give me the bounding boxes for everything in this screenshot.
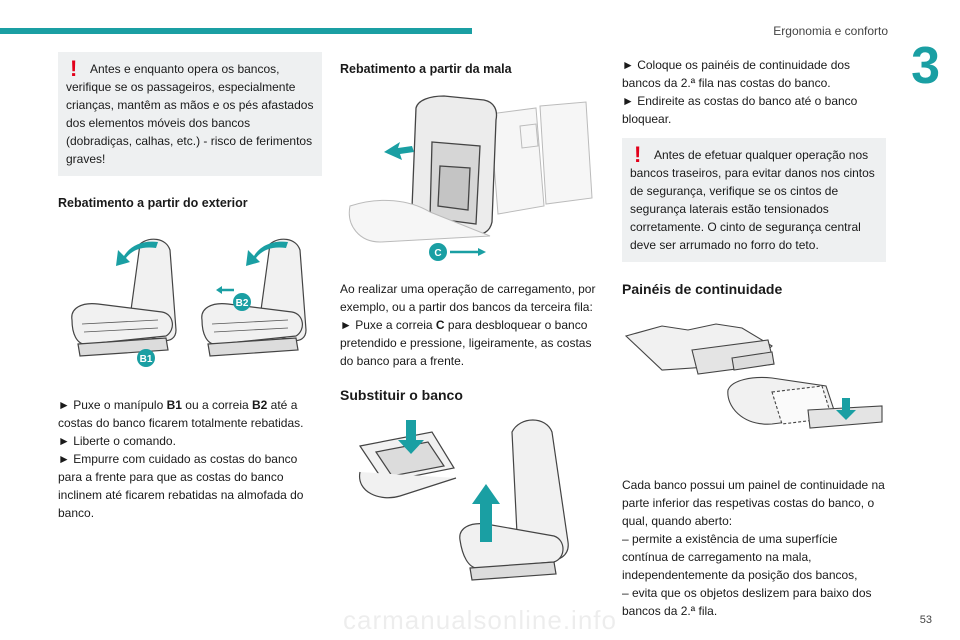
warning-box: ! Antes de efetuar qualquer operação nos… <box>622 138 886 262</box>
warning-lead: Antes de efetuar qualquer operação nos <box>654 148 869 162</box>
instructions-boot: Ao realizar uma operação de carregamento… <box>340 280 602 370</box>
label-c: C <box>429 243 447 261</box>
instruction-line: ► Puxe o manípulo B1 ou a correia B2 até… <box>58 398 304 430</box>
heading-replace-seat: Substituir o banco <box>340 387 463 403</box>
label-b1: B1 <box>137 349 155 367</box>
heading-fold-boot: Rebatimento a partir da mala <box>340 62 512 76</box>
label-b2: B2 <box>233 293 251 311</box>
svg-text:B1: B1 <box>140 354 153 365</box>
column-1: ! Antes e enquanto opera os bancos, veri… <box>58 52 322 522</box>
fold-arrow-icon <box>116 241 158 266</box>
arrow-down-icon <box>836 398 856 420</box>
warning-icon: ! <box>70 56 78 81</box>
continuity-description: Cada banco possui um painel de continuid… <box>622 476 886 620</box>
instruction-line: ► Empurre com cuidado as costas do banco… <box>58 452 304 520</box>
section-title: Ergonomia e conforto <box>773 24 888 38</box>
instruction-line: ► Endireite as costas do banco até o ban… <box>622 94 858 126</box>
chapter-number: 3 <box>911 37 940 95</box>
warning-box: ! Antes e enquanto opera os bancos, veri… <box>58 52 322 176</box>
instructions-exterior: ► Puxe o manípulo B1 ou a correia B2 até… <box>58 396 322 522</box>
warning-text: bancos traseiros, para evitar danos nos … <box>630 166 875 252</box>
continuity-panels-figure <box>624 323 883 429</box>
instruction-line: ► Liberte o comando. <box>58 434 176 448</box>
fold-arrow-icon <box>246 241 288 266</box>
bullet: – permite a existência de uma superfície… <box>622 532 858 582</box>
lower-arrow-icon <box>398 420 424 454</box>
seat-fold-boot-figure: C <box>348 95 593 261</box>
paragraph: Ao realizar uma operação de carregamento… <box>340 282 596 314</box>
svg-text:C: C <box>434 248 441 259</box>
raise-arrow-icon <box>472 484 500 542</box>
svg-text:B2: B2 <box>236 298 249 309</box>
fold-arrow-icon <box>384 142 414 160</box>
paragraph: Cada banco possui um painel de continuid… <box>622 478 885 528</box>
bullet: – evita que os objetos deslizem para bai… <box>622 586 872 618</box>
seat-replace-figure <box>359 419 569 581</box>
instruction-line: ► Coloque os painéis de continuidade dos… <box>622 58 851 90</box>
instruction-line: ► Puxe a correia C para desbloquear o ba… <box>340 318 592 368</box>
warning-text: verifique se os passageiros, especialmen… <box>66 80 314 166</box>
column-2: Rebatimento a partir da mala C Ao realiz… <box>340 52 602 602</box>
heading-fold-exterior: Rebatimento a partir do exterior <box>58 196 248 210</box>
page-number: 53 <box>919 614 932 626</box>
warning-lead: Antes e enquanto opera os bancos, <box>90 62 280 76</box>
warning-icon: ! <box>634 142 642 167</box>
heading-continuity-panels: Painéis de continuidade <box>622 281 783 297</box>
seat-fold-exterior-figure: B1 B2 <box>71 238 307 367</box>
chapter-color-bar <box>0 28 472 34</box>
column-3: ► Coloque os painéis de continuidade dos… <box>622 52 886 620</box>
watermark: carmanualsonline.info <box>343 605 617 635</box>
